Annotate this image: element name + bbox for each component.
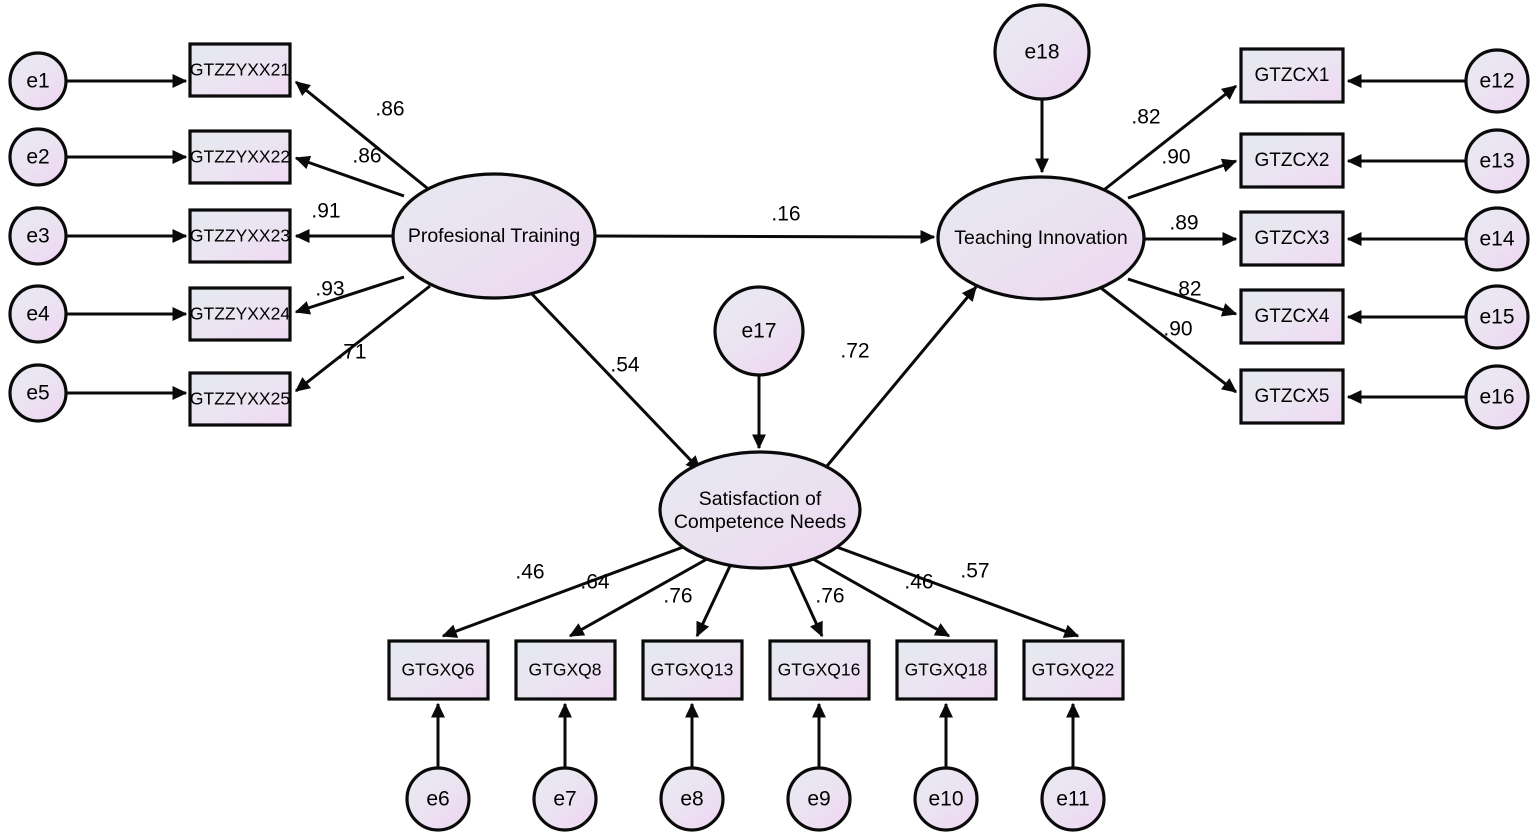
left-coefficient-labels: .86 .86 .91 .93 .71 [311, 98, 404, 364]
error-node-e12[interactable]: e12 [1464, 48, 1530, 114]
error-node-e5[interactable]: e5 [8, 363, 68, 423]
coefficient-label-pt-to-scn: .54 [610, 354, 640, 377]
coefficient-label: .82 [1131, 106, 1160, 129]
loading-ti-gtzcx5 [1100, 286, 1238, 394]
coefficient-label: .91 [311, 200, 340, 223]
path-satisfaction-to-teaching-innovation [820, 286, 978, 473]
indicator-gtzcx3[interactable]: GTZCX3 [1239, 210, 1345, 267]
indicator-gtzzyxx23[interactable]: GTZZYXX23 [188, 208, 292, 264]
coefficient-label: .86 [375, 98, 404, 121]
bottom-loading-edges [441, 544, 1080, 638]
coefficient-label: .76 [815, 585, 844, 608]
error-node-e15[interactable]: e15 [1464, 284, 1530, 350]
latent-satisfaction-of-competence-needs[interactable]: Satisfaction of Competence Needs [658, 450, 862, 570]
loading-scn-gtgxq22 [833, 544, 1080, 638]
loading-pt-gtzzyxx24 [294, 275, 405, 315]
structural-path-edges [528, 229, 978, 473]
latent-teaching-innovation[interactable]: Teaching Innovation [936, 175, 1146, 301]
coefficient-label: .57 [960, 560, 989, 583]
bottom-error-edges [430, 702, 1081, 768]
loading-pt-gtzzyxx25 [294, 284, 431, 393]
error-node-e7[interactable]: e7 [532, 766, 598, 832]
right-loading-edges [1099, 84, 1238, 394]
indicator-gtgxq6[interactable]: GTGXQ6 [387, 639, 490, 701]
path-professional-training-to-teaching-innovation [594, 229, 936, 244]
coefficient-label: .90 [1163, 318, 1192, 341]
error-node-e9[interactable]: e9 [786, 766, 852, 832]
coefficient-label: .46 [515, 561, 544, 584]
error-node-e8[interactable]: e8 [659, 766, 725, 832]
indicator-gtzcx2[interactable]: GTZCX2 [1239, 132, 1345, 189]
indicator-gtzzyxx25[interactable]: GTZZYXX25 [188, 371, 292, 427]
right-error-nodes: e12 e13 e14 e15 e16 [1464, 48, 1530, 430]
error-node-e16[interactable]: e16 [1464, 364, 1530, 430]
right-error-edges [1346, 73, 1466, 405]
error-node-e11[interactable]: e11 [1040, 766, 1106, 832]
loading-pt-gtzzyxx22 [294, 155, 405, 198]
loading-pt-gtzzyxx21 [294, 80, 433, 194]
error-node-e3[interactable]: e3 [8, 206, 68, 266]
error-node-e6[interactable]: e6 [405, 766, 471, 832]
loading-ti-gtzcx4 [1127, 277, 1238, 317]
indicator-gtzzyxx21[interactable]: GTZZYXX21 [188, 42, 292, 98]
left-error-edges [66, 73, 188, 401]
error-node-e1[interactable]: e1 [8, 51, 68, 111]
indicator-gtgxq22[interactable]: GTGXQ22 [1022, 639, 1125, 701]
indicator-gtzzyxx22[interactable]: GTZZYXX22 [188, 129, 292, 185]
error-node-e10[interactable]: e10 [913, 766, 979, 832]
coefficient-label: .90 [1161, 146, 1190, 169]
left-indicator-nodes: GTZZYXX21 GTZZYXX22 GTZZYXX23 GTZZYXX24 … [188, 42, 292, 427]
right-indicator-nodes: GTZCX1 GTZCX2 GTZCX3 GTZCX4 GTZCX5 [1239, 47, 1345, 425]
disturbance-node-e18[interactable]: e18 [993, 3, 1091, 101]
coefficient-label: .89 [1169, 212, 1198, 235]
loading-ti-gtzcx2 [1127, 158, 1238, 200]
coefficient-label-scn-to-ti: .72 [840, 340, 869, 363]
loading-scn-gtgxq16 [788, 565, 824, 638]
indicator-gtgxq8[interactable]: GTGXQ8 [514, 639, 617, 701]
loading-scn-gtgxq13 [695, 565, 732, 638]
loading-scn-gtgxq8 [568, 557, 708, 638]
coefficient-label: .76 [663, 585, 692, 608]
indicator-gtgxq13[interactable]: GTGXQ13 [641, 639, 744, 701]
disturbance-edges [751, 99, 1050, 450]
indicator-gtzcx5[interactable]: GTZCX5 [1239, 368, 1345, 425]
indicator-gtzcx1[interactable]: GTZCX1 [1239, 47, 1345, 104]
error-node-e4[interactable]: e4 [8, 284, 68, 344]
error-node-e13[interactable]: e13 [1464, 128, 1530, 194]
indicator-gtzzyxx24[interactable]: GTZZYXX24 [188, 286, 292, 342]
disturbance-node-e17[interactable]: e17 [713, 285, 805, 377]
bottom-indicator-nodes: GTGXQ6 GTGXQ8 GTGXQ13 GTGXQ16 GTGXQ18 GT… [387, 639, 1125, 701]
error-node-e14[interactable]: e14 [1464, 206, 1530, 272]
indicator-gtgxq18[interactable]: GTGXQ18 [895, 639, 998, 701]
loading-scn-gtgxq18 [812, 557, 951, 638]
coefficient-label: .71 [337, 341, 366, 364]
indicator-gtgxq16[interactable]: GTGXQ16 [768, 639, 871, 701]
indicator-gtzcx4[interactable]: GTZCX4 [1239, 288, 1345, 345]
left-error-nodes: e1 e2 e3 e4 e5 [8, 51, 68, 423]
left-loading-edges [294, 80, 433, 393]
error-node-e2[interactable]: e2 [8, 127, 68, 187]
coefficient-label-pt-to-ti: .16 [771, 203, 800, 226]
loading-scn-gtgxq6 [441, 544, 687, 638]
bottom-error-nodes: e6 e7 e8 e9 e10 e11 [405, 766, 1106, 832]
path-professional-training-to-satisfaction [528, 290, 702, 472]
loading-ti-gtzcx1 [1099, 84, 1238, 195]
latent-professional-training[interactable]: Profesional Training [391, 172, 597, 300]
